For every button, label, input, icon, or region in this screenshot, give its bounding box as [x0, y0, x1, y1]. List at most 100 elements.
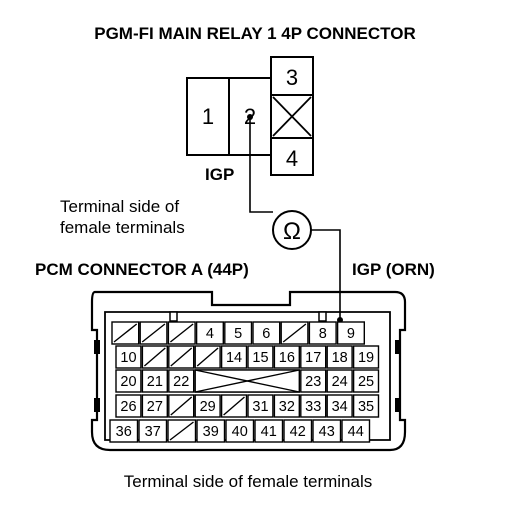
pcm-terminal-39: 39 [203, 424, 219, 440]
pcm-terminal-5: 5 [234, 326, 242, 342]
pcm-cavity [352, 394, 380, 418]
pcm-terminal-14: 14 [226, 350, 242, 366]
igp-label: IGP [205, 165, 234, 184]
relay-terminal-1: 1 [202, 104, 214, 129]
pcm-cavity [273, 345, 300, 369]
wire-to-meter [249, 117, 273, 213]
pcm-terminal-6: 6 [262, 326, 270, 342]
pcm-cavity [194, 394, 221, 418]
pcm-cavity [168, 369, 195, 393]
lock-right-lower [395, 398, 401, 412]
lock-right-upper [395, 340, 401, 354]
pcm-connector-label: PCM CONNECTOR A (44P) [35, 260, 249, 279]
blocked-cavity-slash [169, 421, 194, 441]
lock-left-lower [94, 398, 100, 412]
pcm-terminal-37: 37 [145, 424, 161, 440]
pcm-terminal-33: 33 [305, 399, 321, 415]
pcm-terminal-21: 21 [147, 374, 163, 390]
pcm-cavity [283, 419, 313, 443]
pcm-cavity [115, 394, 142, 418]
pcm-cavity [308, 321, 337, 345]
terminal-side-bottom-label: Terminal side of female terminals [124, 472, 372, 491]
pcm-cavity [247, 394, 274, 418]
blocked-cavity-slash [170, 396, 193, 416]
pcm-cavity [300, 394, 327, 418]
diagram-title: PGM-FI MAIN RELAY 1 4P CONNECTOR [94, 24, 415, 43]
terminal-side-label-line1: Terminal side of [60, 197, 179, 216]
igp-orn-label: IGP (ORN) [352, 260, 435, 279]
pcm-cavity [352, 369, 380, 393]
blocked-cavity-slash [113, 323, 138, 343]
blocked-cavity-slash [170, 347, 193, 367]
pcm-cavity [115, 345, 142, 369]
blocked-cavity-slash [141, 323, 166, 343]
main-relay-connector: 1 2 3 4 [186, 56, 314, 176]
pcm-cavity [273, 394, 300, 418]
key-left [169, 311, 178, 322]
pcm-cavity [341, 419, 371, 443]
key-right [318, 311, 327, 322]
pcm-cavity [196, 419, 226, 443]
pcm-terminal-26: 26 [120, 399, 136, 415]
pcm-cavity [300, 345, 327, 369]
pcm-cavity [195, 321, 225, 345]
pcm-cavity [220, 345, 248, 369]
pcm-terminal-18: 18 [332, 350, 348, 366]
pcm-terminal-24: 24 [332, 374, 348, 390]
pcm-cavity [141, 369, 168, 393]
blocked-cavity-slash [223, 396, 245, 416]
pcm-cavity [141, 394, 168, 418]
wire-to-pcm [311, 229, 341, 320]
pcm-terminal-40: 40 [232, 424, 248, 440]
pcm-cavity [109, 419, 139, 443]
pcm-terminal-20: 20 [120, 374, 136, 390]
pcm-terminal-43: 43 [319, 424, 335, 440]
blocked-cavity-slash [169, 323, 194, 343]
pcm-terminal-25: 25 [358, 374, 374, 390]
pcm-cavity [326, 394, 353, 418]
pcm-cavity [352, 345, 380, 369]
pcm-terminal-23: 23 [305, 374, 321, 390]
pcm-terminal-34: 34 [332, 399, 348, 415]
pcm-cavity [115, 369, 142, 393]
pcm-cavity [254, 419, 284, 443]
pcm-housing [104, 311, 391, 441]
pcm-cavity [252, 321, 281, 345]
pcm-cavity [247, 345, 274, 369]
pcm-cavity [300, 369, 327, 393]
pcm-terminal-17: 17 [305, 350, 321, 366]
relay-terminal-4: 4 [286, 146, 298, 171]
pcm-terminal-31: 31 [252, 399, 268, 415]
relay-terminal-3: 3 [286, 65, 298, 90]
pcm-cavity [138, 419, 168, 443]
relay-side-block [270, 56, 314, 176]
pcm-terminal-29: 29 [200, 399, 216, 415]
pcm-terminal-10: 10 [120, 350, 136, 366]
pcm-cavity [336, 321, 366, 345]
pcm-terminal-22: 22 [173, 374, 189, 390]
pcm-cavity [225, 419, 255, 443]
pcm-terminal-16: 16 [279, 350, 295, 366]
pcm-terminal-44: 44 [348, 424, 364, 440]
blocked-cavity-slash [196, 347, 219, 367]
pcm-cavity [312, 419, 342, 443]
pcm-terminal-32: 32 [279, 399, 295, 415]
pcm-terminal-9: 9 [347, 326, 355, 342]
pcm-terminal-15: 15 [252, 350, 268, 366]
blocked-cavity-slash [282, 323, 307, 343]
pcm-terminal-36: 36 [116, 424, 132, 440]
pcm-terminal-35: 35 [358, 399, 374, 415]
pcm-cavity [224, 321, 253, 345]
terminal-side-label-line2: female terminals [60, 218, 185, 237]
pcm-terminal-19: 19 [358, 350, 374, 366]
blocked-cavity-slash [143, 347, 166, 367]
pcm-terminal-41: 41 [261, 424, 277, 440]
pcm-terminal-27: 27 [147, 399, 163, 415]
pcm-shell [90, 290, 407, 452]
pcm-terminal-42: 42 [290, 424, 306, 440]
pcm-cavity [326, 369, 353, 393]
pcm-terminal-8: 8 [319, 326, 327, 342]
blocked-region-x [195, 369, 300, 393]
